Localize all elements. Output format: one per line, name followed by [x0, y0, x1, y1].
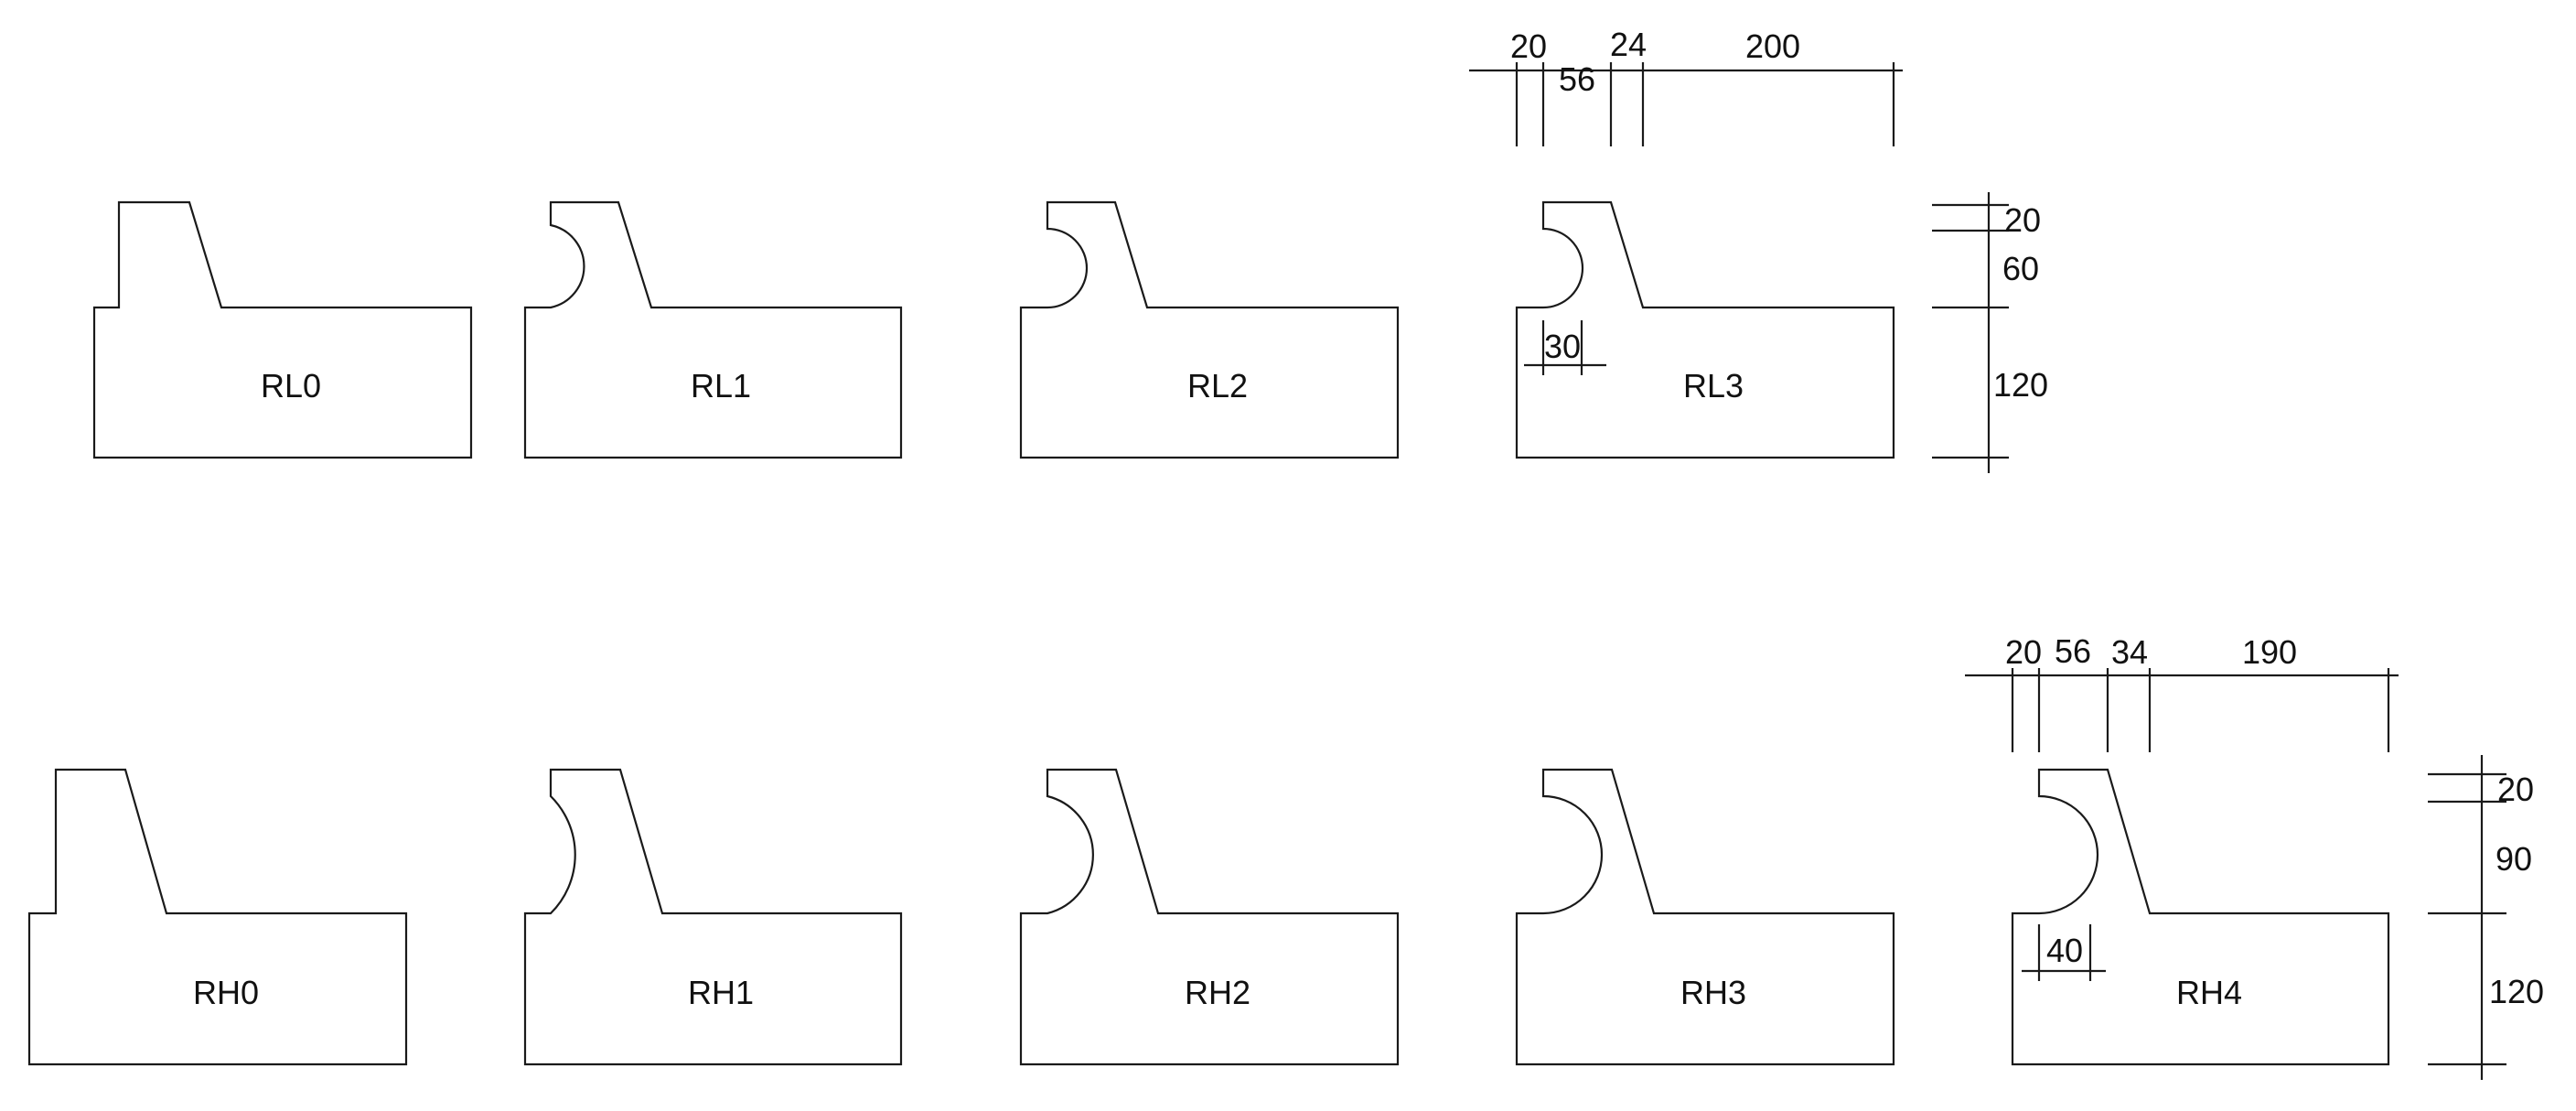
- rl3-dim-top-1: 20: [1510, 27, 1547, 65]
- profile-label-rh2: RH2: [1185, 974, 1250, 1011]
- profile-label-rl2: RL2: [1187, 367, 1248, 404]
- rl3-dim-radius: 30: [1544, 328, 1581, 365]
- rl3-dim-right-1: 20: [2004, 201, 2041, 239]
- profile-label-rl3: RL3: [1683, 367, 1744, 404]
- rh4-dim-right-2: 90: [2496, 840, 2532, 878]
- rh4-dimensions: 20 56 34 190 20 90 120 40: [1965, 632, 2544, 1080]
- profile-rh2: RH2: [1019, 768, 1400, 1066]
- profile-rh1: RH1: [523, 768, 903, 1066]
- rl3-dimensions: 20 56 24 200 20 60 120 30: [1469, 26, 2048, 473]
- rl3-dim-right-3: 120: [1993, 366, 2048, 404]
- rh4-dim-right-3: 120: [2489, 973, 2544, 1010]
- rh4-dim-top-2: 56: [2055, 632, 2091, 670]
- rh4-dim-top-4: 190: [2242, 633, 2297, 671]
- profile-rl1: RL1: [523, 200, 903, 459]
- profile-label-rl1: RL1: [691, 367, 751, 404]
- rl3-dim-top-2: 56: [1559, 60, 1595, 98]
- profile-label-rh3: RH3: [1680, 974, 1746, 1011]
- profile-rl0: RL0: [92, 200, 473, 459]
- profile-label-rl0: RL0: [261, 367, 321, 404]
- profile-rh3: RH3: [1515, 768, 1895, 1066]
- profile-rh4: RH4: [2011, 768, 2390, 1066]
- rl3-dim-right-2: 60: [2002, 250, 2039, 287]
- profile-rh0: RH0: [27, 768, 408, 1066]
- rh4-dim-top-3: 34: [2111, 633, 2148, 671]
- profile-rl2: RL2: [1019, 200, 1400, 459]
- profile-label-rh0: RH0: [193, 974, 259, 1011]
- rl3-dim-top-4: 200: [1745, 27, 1800, 65]
- rl3-dim-top-3: 24: [1610, 26, 1647, 63]
- rh4-dim-right-1: 20: [2497, 771, 2534, 808]
- profile-rl3: RL3: [1515, 200, 1895, 459]
- rh4-dim-top-1: 20: [2005, 633, 2042, 671]
- profile-label-rh4: RH4: [2176, 974, 2242, 1011]
- rh4-dim-radius: 40: [2046, 932, 2083, 969]
- profile-label-rh1: RH1: [688, 974, 754, 1011]
